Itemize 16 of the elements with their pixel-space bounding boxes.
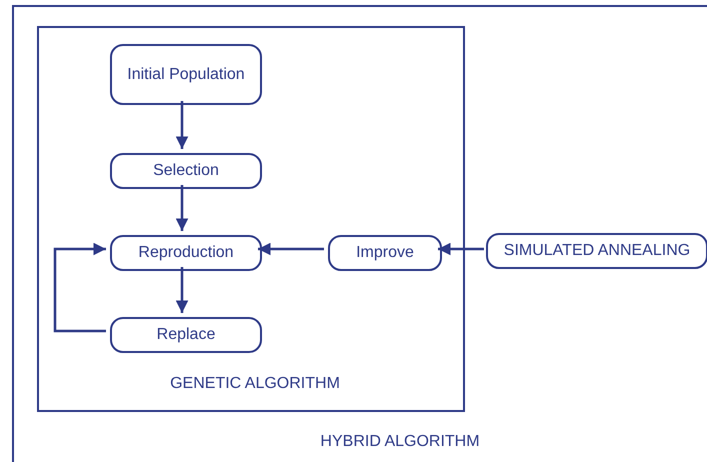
arrow: [258, 242, 324, 256]
arrow: [176, 185, 188, 231]
container-label: GENETIC ALGORITHM: [170, 375, 340, 393]
process-box: Reproduction: [110, 235, 262, 271]
process-box: Replace: [110, 317, 262, 353]
arrow: [54, 242, 106, 332]
process-box: Improve: [328, 235, 442, 271]
container-label: HYBRID ALGORITHM: [320, 433, 480, 451]
container-box: [37, 26, 465, 412]
process-box: SIMULATED ANNEALING: [486, 233, 707, 269]
arrow: [176, 101, 188, 149]
arrow: [176, 267, 188, 313]
arrow: [438, 242, 484, 256]
container-box: [12, 5, 707, 462]
process-box: Initial Population: [110, 44, 262, 105]
process-box: Selection: [110, 153, 262, 189]
